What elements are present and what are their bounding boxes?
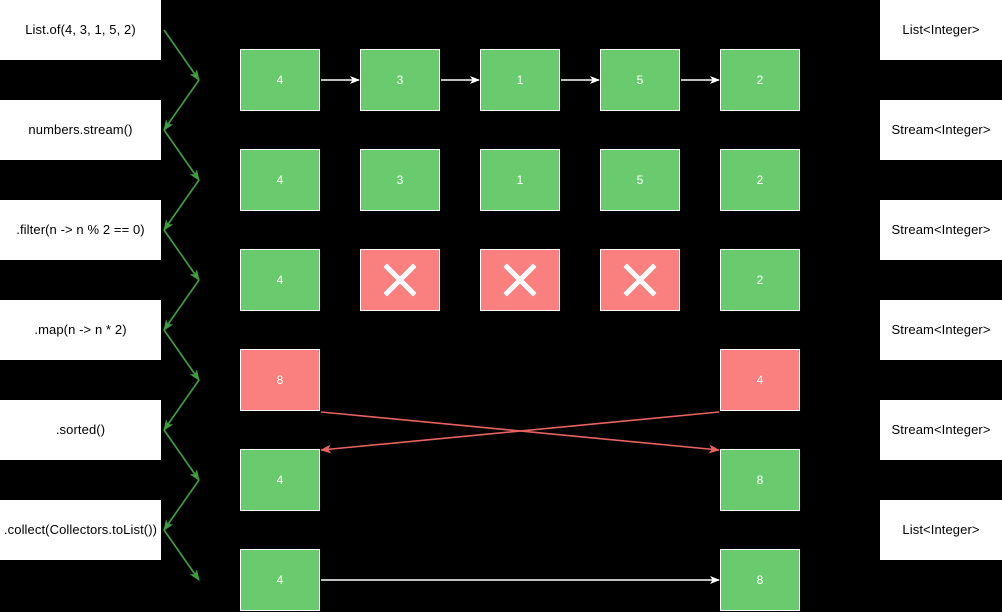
stage-arrow xyxy=(163,329,200,381)
value-cell-filtered-out[interactable] xyxy=(480,249,560,311)
result-type-0[interactable]: List<Integer> xyxy=(880,0,1002,60)
value-cell-label: 5 xyxy=(636,73,644,87)
result-type-label: List<Integer> xyxy=(902,521,980,537)
value-cell-label: 4 xyxy=(276,273,284,287)
value-cell[interactable]: 8 xyxy=(720,449,800,511)
result-type-label: Stream<Integer> xyxy=(891,121,991,137)
cross-icon xyxy=(619,259,661,301)
value-cell-label: 8 xyxy=(756,473,764,487)
value-cell[interactable]: 3 xyxy=(360,149,440,211)
value-cell-label: 4 xyxy=(276,573,284,587)
value-cell-label: 4 xyxy=(756,373,764,387)
value-cell[interactable]: 4 xyxy=(720,349,800,411)
value-cell[interactable]: 4 xyxy=(240,449,320,511)
pipeline-stage-5[interactable]: .collect(Collectors.toList()) xyxy=(0,500,161,560)
pipeline-stage-label: .filter(n -> n % 2 == 0) xyxy=(16,221,145,237)
stage-arrow xyxy=(163,29,200,81)
value-cell-label: 5 xyxy=(636,173,644,187)
stage-arrow xyxy=(163,129,200,181)
result-type-1[interactable]: Stream<Integer> xyxy=(880,100,1002,160)
value-cell[interactable]: 2 xyxy=(720,49,800,111)
result-type-label: Stream<Integer> xyxy=(891,321,991,337)
value-cell[interactable]: 4 xyxy=(240,249,320,311)
result-type-label: Stream<Integer> xyxy=(891,221,991,237)
result-type-label: Stream<Integer> xyxy=(891,421,991,437)
value-cell-filtered-out[interactable] xyxy=(360,249,440,311)
pipeline-stage-4[interactable]: .sorted() xyxy=(0,400,161,460)
value-cell[interactable]: 4 xyxy=(240,149,320,211)
value-cell-label: 3 xyxy=(396,73,404,87)
cross-icon xyxy=(499,259,541,301)
result-type-3[interactable]: Stream<Integer> xyxy=(880,300,1002,360)
swap-arrow xyxy=(320,411,720,454)
value-cell-filtered-out[interactable] xyxy=(600,249,680,311)
stage-arrow xyxy=(163,429,200,481)
pipeline-stage-3[interactable]: .map(n -> n * 2) xyxy=(0,300,161,360)
value-cell-label: 2 xyxy=(756,273,764,287)
value-cell[interactable]: 2 xyxy=(720,149,800,211)
pipeline-stage-2[interactable]: .filter(n -> n % 2 == 0) xyxy=(0,200,161,260)
value-cell[interactable]: 4 xyxy=(240,549,320,611)
value-cell-label: 3 xyxy=(396,173,404,187)
value-cell-label: 1 xyxy=(516,73,524,87)
stage-arrow xyxy=(163,229,200,281)
pipeline-stage-label: .collect(Collectors.toList()) xyxy=(3,521,158,537)
result-type-2[interactable]: Stream<Integer> xyxy=(880,200,1002,260)
value-cell[interactable]: 8 xyxy=(720,549,800,611)
pipeline-stage-label: .sorted() xyxy=(55,421,106,437)
pipeline-stage-label: numbers.stream() xyxy=(28,121,133,137)
result-type-5[interactable]: List<Integer> xyxy=(880,500,1002,560)
result-type-4[interactable]: Stream<Integer> xyxy=(880,400,1002,460)
value-cell[interactable]: 2 xyxy=(720,249,800,311)
stage-arrow xyxy=(163,479,200,531)
value-cell-label: 1 xyxy=(516,173,524,187)
sort-swap-arrows xyxy=(320,411,720,454)
value-cell-label: 2 xyxy=(756,73,764,87)
pipeline-stage-1[interactable]: numbers.stream() xyxy=(0,100,161,160)
cross-icon xyxy=(379,259,421,301)
stage-arrow xyxy=(163,79,200,131)
value-cell[interactable]: 5 xyxy=(600,149,680,211)
value-cell-label: 4 xyxy=(276,173,284,187)
stage-chain-arrows xyxy=(163,29,200,581)
value-cell[interactable]: 4 xyxy=(240,49,320,111)
value-cell[interactable]: 8 xyxy=(240,349,320,411)
pipeline-stage-label: List.of(4, 3, 1, 5, 2) xyxy=(25,21,136,37)
value-cell-label: 2 xyxy=(756,173,764,187)
stage-arrow xyxy=(163,529,200,581)
stage-arrow xyxy=(163,379,200,431)
stage-arrow xyxy=(163,279,200,331)
pipeline-stage-label: .map(n -> n * 2) xyxy=(34,321,127,337)
value-cell-label: 4 xyxy=(276,73,284,87)
value-cell[interactable]: 3 xyxy=(360,49,440,111)
value-cell-label: 4 xyxy=(276,473,284,487)
value-cell-label: 8 xyxy=(276,373,284,387)
stage-arrow xyxy=(163,179,200,231)
value-cell-label: 8 xyxy=(756,573,764,587)
value-cell[interactable]: 5 xyxy=(600,49,680,111)
value-cell[interactable]: 1 xyxy=(480,49,560,111)
result-type-label: List<Integer> xyxy=(902,21,980,37)
value-cell[interactable]: 1 xyxy=(480,149,560,211)
pipeline-stage-0[interactable]: List.of(4, 3, 1, 5, 2) xyxy=(0,0,161,60)
swap-arrow xyxy=(320,411,720,454)
